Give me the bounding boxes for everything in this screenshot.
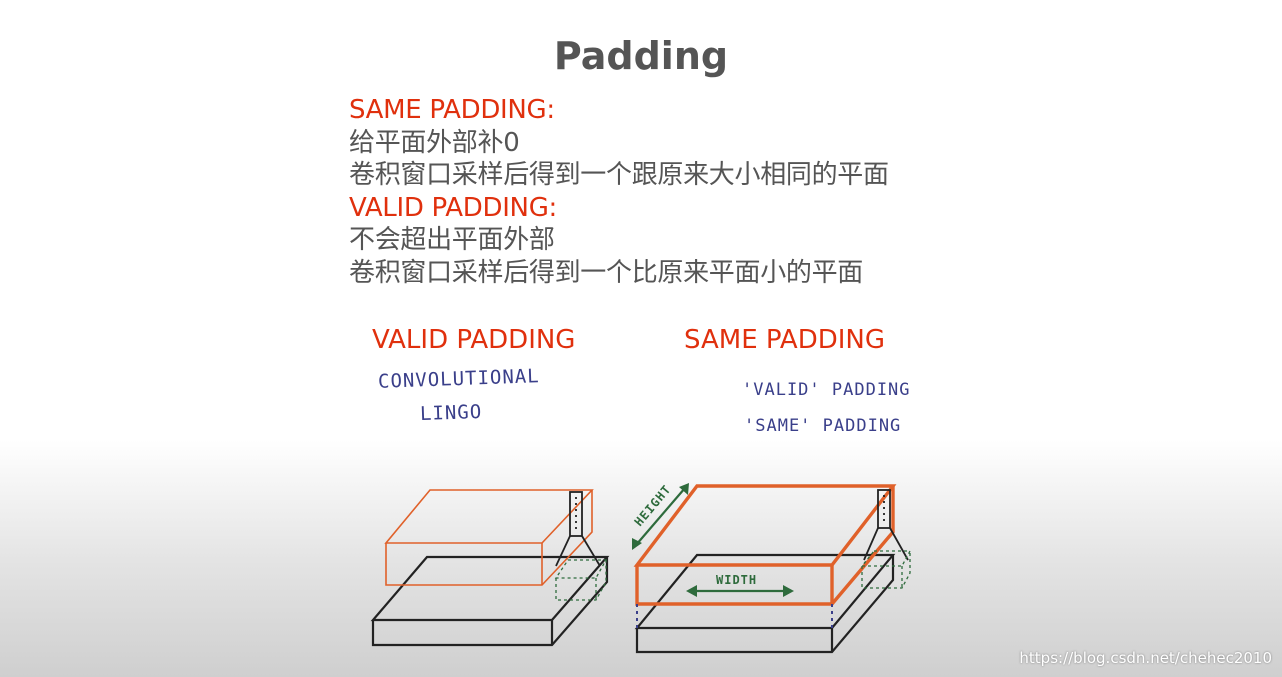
same-padding-label: SAME PADDING <box>684 325 886 355</box>
same-window <box>860 550 912 589</box>
same-output-box <box>633 484 897 606</box>
width-label: WIDTH <box>716 573 757 587</box>
height-arrow <box>632 483 689 550</box>
note-valid-padding: 'VALID' PADDING <box>742 380 911 400</box>
valid-padding-label: VALID PADDING <box>372 325 576 355</box>
valid-padding-desc-1: 不会超出平面外部 <box>349 225 555 255</box>
same-padding-desc-1: 给平面外部补0 <box>349 127 520 158</box>
valid-output-box <box>384 489 594 586</box>
same-padding-connectors <box>636 604 833 628</box>
watermark: https://blog.csdn.net/chehec2010 <box>1019 649 1272 667</box>
same-padding-heading: SAME PADDING: <box>349 95 555 125</box>
same-padding-desc-2: 卷积窗口采样后得到一个跟原来大小相同的平面 <box>349 160 889 190</box>
text-block: SAME PADDING: 给平面外部补0 卷积窗口采样后得到一个跟原来大小相同… <box>349 94 889 289</box>
same-filter-column <box>863 489 909 561</box>
valid-filter-column <box>555 491 601 567</box>
valid-padding-desc-2: 卷积窗口采样后得到一个比原来平面小的平面 <box>349 257 864 288</box>
valid-window <box>554 559 608 601</box>
width-arrow <box>686 585 794 597</box>
page-title: Padding <box>553 34 729 78</box>
note-same-padding: 'SAME' PADDING <box>744 416 902 436</box>
valid-padding-heading: VALID PADDING: <box>349 192 558 223</box>
valid-input-slab <box>370 555 610 647</box>
